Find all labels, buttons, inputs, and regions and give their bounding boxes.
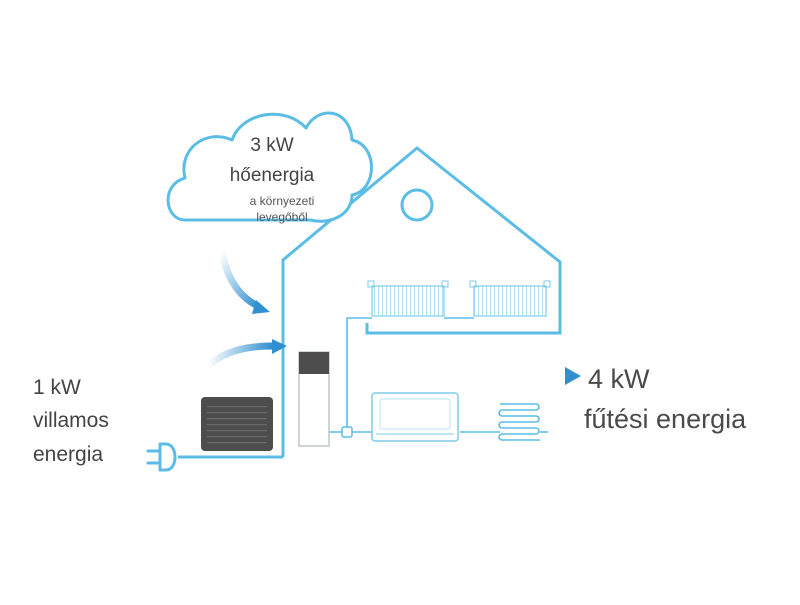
radiator-right-icon — [469, 280, 551, 317]
output-energy-label: fűtési energia — [584, 404, 747, 434]
arrow-heating-output-icon — [496, 367, 581, 385]
input-type-label: villamos — [33, 409, 109, 432]
output-power-label: 4 kW — [588, 364, 650, 394]
input-energy-label: energia — [33, 443, 104, 466]
fan-coil-icon — [371, 392, 459, 442]
pipe-lines — [328, 317, 548, 433]
input-power-label: 1 kW — [33, 376, 81, 399]
cloud-shape — [166, 111, 373, 223]
radiator-left-icon — [367, 280, 449, 317]
floor-heating-icon — [498, 403, 540, 441]
house-outline — [281, 146, 562, 457]
arrow-to-indoor-icon — [204, 339, 287, 370]
pipe-connector-icon — [341, 426, 353, 438]
arrow-from-cloud-icon — [218, 248, 270, 314]
cloud-subtitle-line1: a környezeti — [249, 194, 315, 208]
attic-window-icon — [400, 188, 434, 222]
indoor-tank-icon — [298, 351, 330, 447]
cloud-title-label: hőenergia — [229, 165, 315, 186]
cloud-power-label: 3 kW — [250, 135, 294, 156]
outdoor-unit-icon — [201, 397, 273, 451]
cloud-subtitle-line2: levegőből — [256, 210, 308, 224]
power-plug-icon — [146, 442, 177, 472]
